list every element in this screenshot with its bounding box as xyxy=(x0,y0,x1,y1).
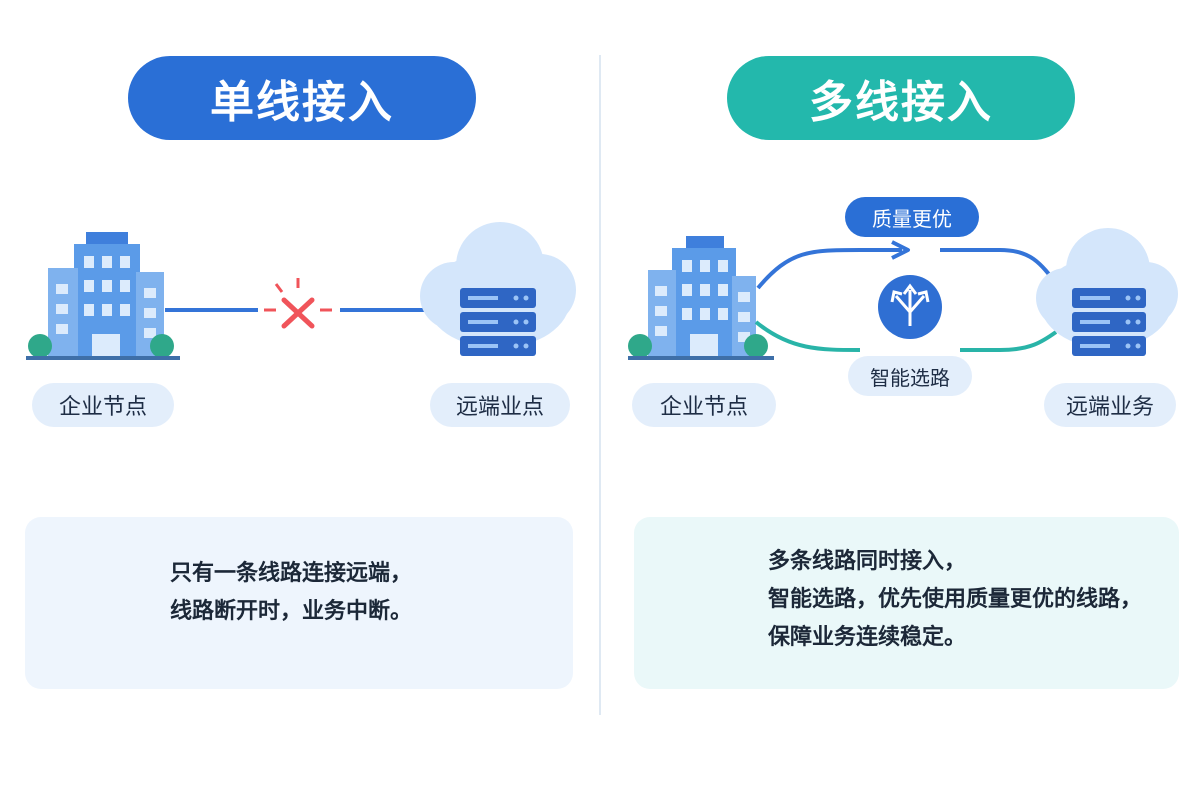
enterprise-node-label: 企业节点 xyxy=(632,383,776,427)
multi-line-panel: 多线接入 xyxy=(600,0,1200,800)
single-line-title: 单线接入 xyxy=(128,56,476,140)
single-line-info-box xyxy=(25,517,573,689)
remote-cloud-server-icon xyxy=(420,222,576,356)
quality-route-label: 质量更优 xyxy=(845,197,979,237)
info-line: 多条线路同时接入， xyxy=(768,549,967,574)
info-line: 只有一条线路连接远端， xyxy=(170,561,413,586)
smart-routing-label: 智能选路 xyxy=(848,356,972,396)
multi-line-info-text: 多条线路同时接入， 智能选路，优先使用质量更优的线路， 保障业务连续稳定。 xyxy=(768,543,1142,657)
enterprise-node-label: 企业节点 xyxy=(32,383,174,427)
break-x-icon xyxy=(264,278,332,329)
info-line: 智能选路，优先使用质量更优的线路， xyxy=(768,587,1143,612)
enterprise-building-icon xyxy=(26,232,180,360)
multi-line-title: 多线接入 xyxy=(727,56,1075,140)
enterprise-building-icon xyxy=(628,236,774,360)
remote-service-label: 远端业务 xyxy=(1044,383,1176,427)
remote-cloud-server-icon xyxy=(1036,228,1178,356)
single-line-info-text: 只有一条线路连接远端， 线路断开时，业务中断。 xyxy=(170,555,412,631)
multi-line-info-box xyxy=(634,517,1179,689)
center-divider xyxy=(599,55,601,715)
remote-node-label: 远端业点 xyxy=(430,383,570,427)
info-line: 线路断开时，业务中断。 xyxy=(170,599,413,624)
single-line-panel: 单线接入 xyxy=(25,56,576,689)
info-line: 保障业务连续稳定。 xyxy=(768,625,967,650)
smart-routing-icon xyxy=(878,275,942,339)
